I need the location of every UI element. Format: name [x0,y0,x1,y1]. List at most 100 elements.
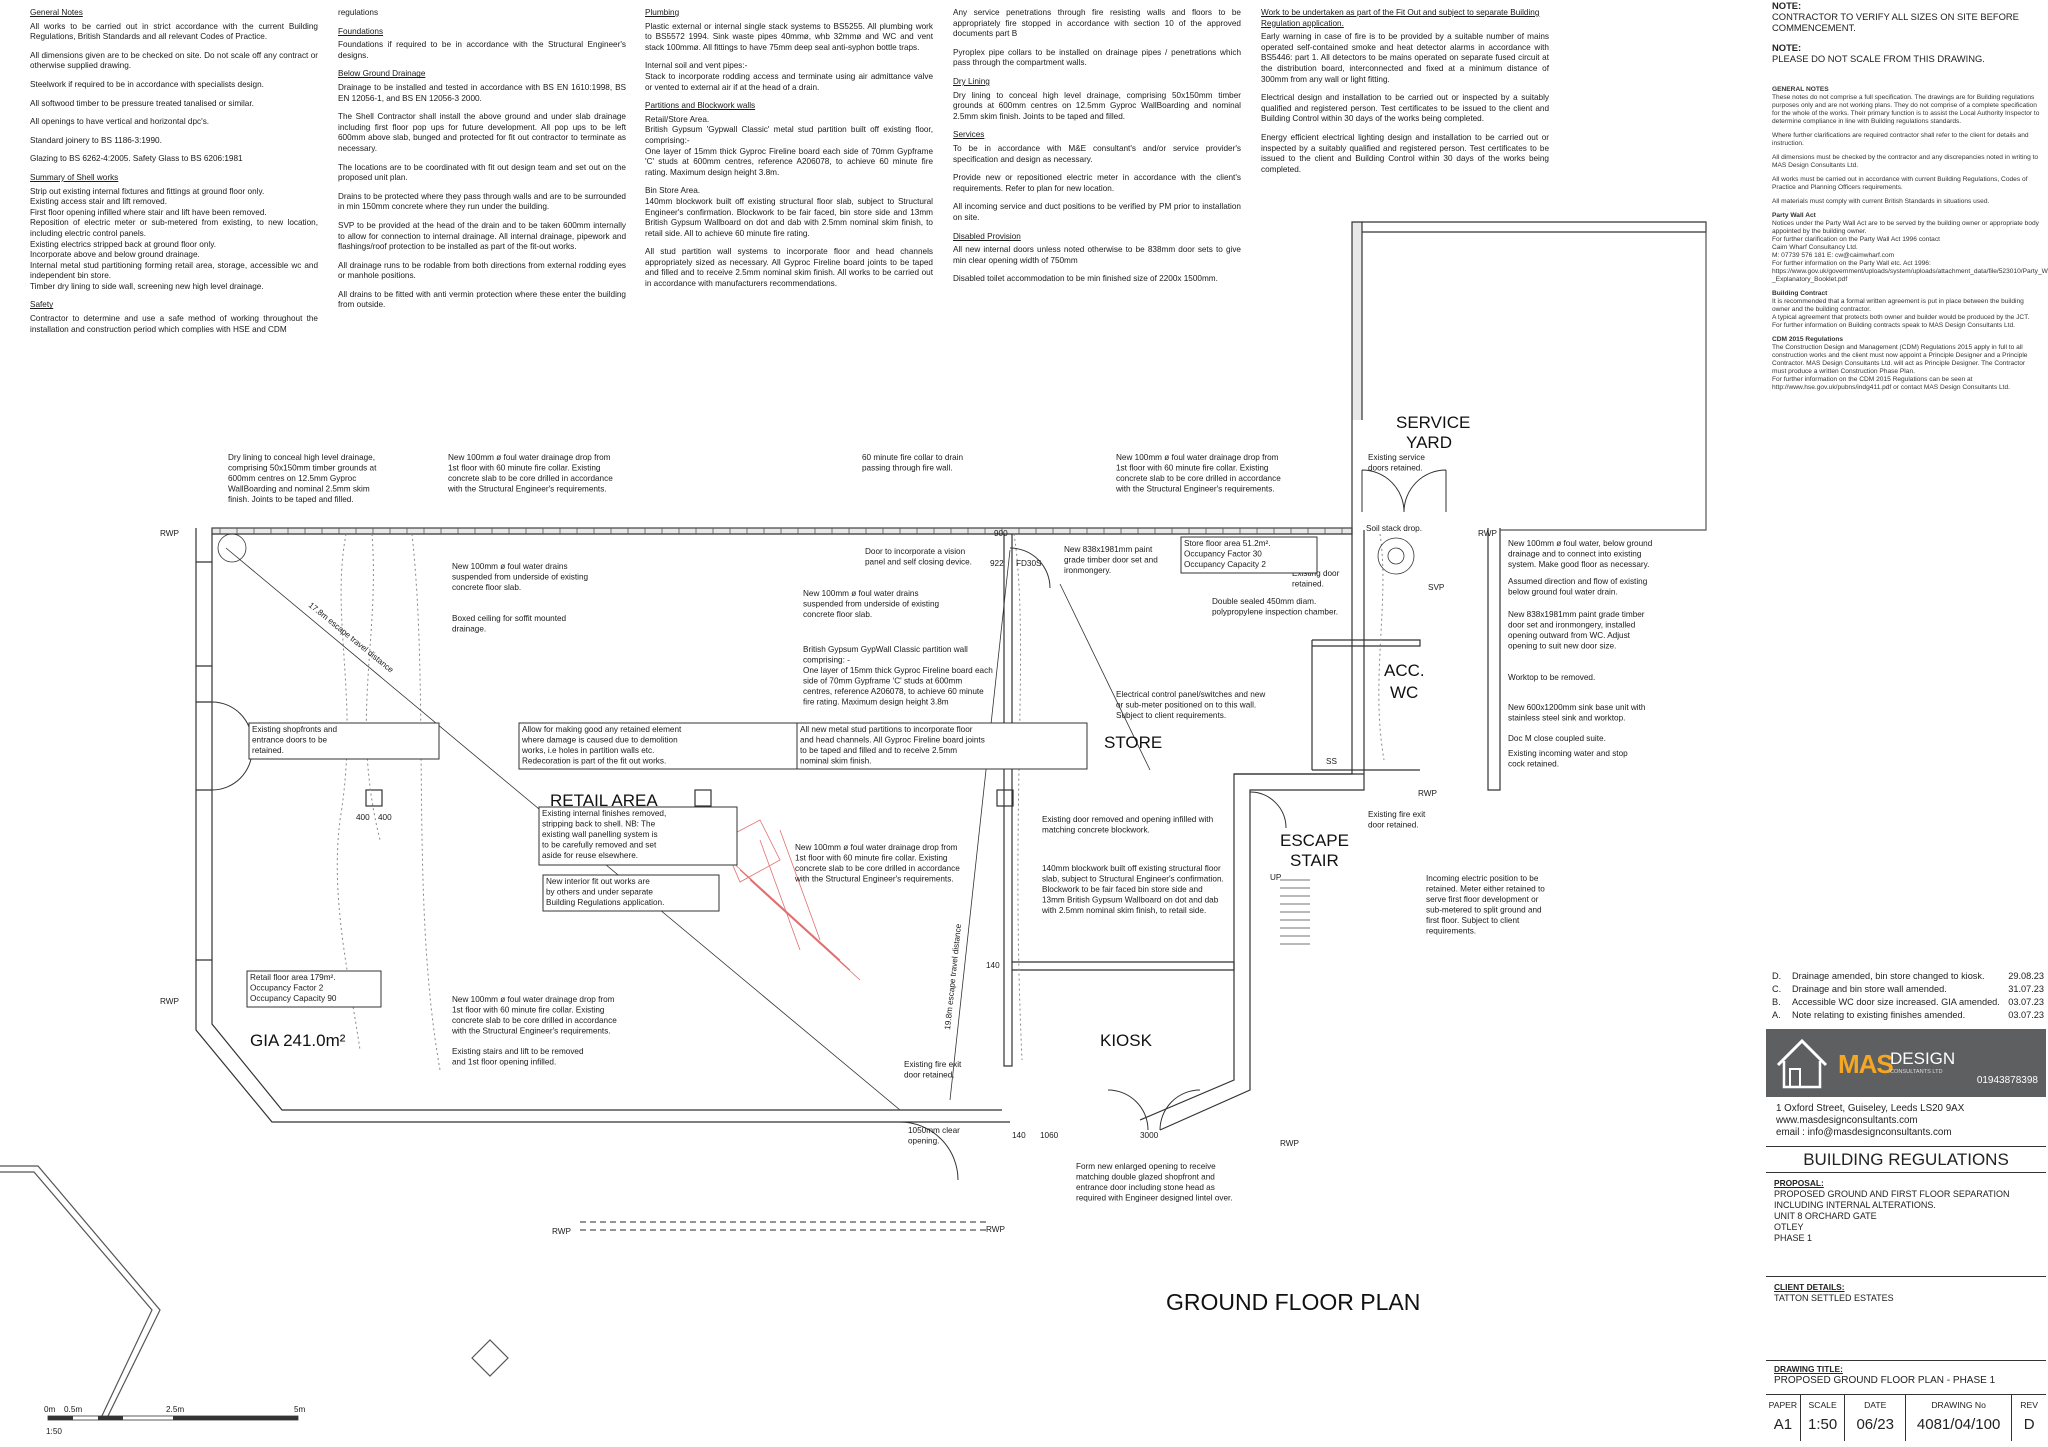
annotation-line: concrete slab to be core drilled in acco… [448,474,613,483]
rwp-label-6: RWP [552,1227,571,1236]
note-heading: Disabled Provision [953,231,1021,241]
note-paragraph: Internal soil and vent pipes:- Stack to … [645,61,933,92]
annotation-line: New 100mm ø foul water drainage drop fro… [795,843,958,852]
notes-column-4: Any service penetrations through fire re… [953,8,1241,293]
escape-stair-treads [1280,879,1310,945]
revision-row: D.Drainage amended, bin store changed to… [1772,970,2044,983]
annotation-line: first floor. Subject to client [1426,916,1520,925]
drawing-no-value: 4081/04/100 [1916,1416,2001,1433]
column-2 [694,789,712,807]
annotation-line: Form new enlarged opening to receive [1076,1162,1216,1171]
client-heading: CLIENT DETAILS: [1774,1282,1845,1292]
note-box-line: Existing internal finishes removed, [542,809,666,818]
annotation-line: drainage and to connect into existing [1508,550,1642,559]
annotation-line: New 100mm ø foul water drainage drop fro… [1116,453,1279,462]
note-box-frame [796,722,1088,770]
note-paragraph: All openings to have vertical and horizo… [30,117,210,127]
note-paragraph: Electrical design and installation to be… [1261,93,1549,124]
note-paragraph: These notes do not comprise a full speci… [1772,94,2040,125]
revision-rev: A. [1772,1010,1781,1020]
revision-row: B.Accessible WC door size increased. GIA… [1772,996,2044,1009]
note-paragraph: Retail/Store Area. British Gypsum 'Gypwa… [645,114,933,177]
annotation-line: Existing service [1368,453,1425,462]
column-3 [996,789,1014,807]
outer-wall-right-inner [1159,530,1365,1131]
annotation-line: slab, subject to Structural Engineer's c… [1042,875,1224,884]
drain-route-5 [1378,533,1385,761]
retail-exit-door [899,1121,959,1181]
annotation-line: panel and self closing device. [865,558,972,567]
note-box-line: New interior fit out works are [546,877,650,886]
note-heading: GENERAL NOTES [1772,86,1829,93]
divider [1766,1276,2046,1277]
travel-line-2 [949,549,1011,1101]
note-box-line: nominal skim finish. [800,757,871,766]
divider [1766,1146,2046,1147]
annotation-line: New 100mm ø foul water drainage drop fro… [452,995,615,1004]
note-heading: Safety [30,300,54,310]
rwp-label-7: RWP [986,1225,1005,1234]
plan-annotation: New 100mm ø foul water drainage drop fro… [447,453,613,494]
annotation-line: fire rating. Maximum design height 3.8m [803,698,949,707]
note-heading: Foundations [338,26,384,36]
dim-3000: 3000 [1140,1131,1159,1140]
dim-900: 900 [994,529,1008,538]
service-door-2 [1403,469,1447,513]
annotation-line: entrance door including stone head as [1076,1183,1215,1192]
wc-wall-top [1312,639,1421,647]
note-paragraph: All works must be carried out in accorda… [1772,176,2028,191]
note-box-line: Building Regulations application. [546,898,664,907]
annotation-line: comprising 50x150mm timber grounds at [228,464,377,473]
note-box-line: Store floor area 51.2m². [1184,539,1270,548]
travel-distance-2: 19.8m escape travel distance [943,923,963,1030]
annotation-line: opening to suit new door size. [1508,642,1616,651]
note-scale: NOTE: PLEASE DO NOT SCALE FROM THIS DRAW… [1772,42,2040,64]
revision-date: 31.07.23 [2008,984,2044,994]
note-box-text: Existing internal finishes removed,strip… [542,809,666,860]
annotation-line: with the Structural Engineer's requireme… [447,485,607,494]
rwp-label-3: RWP [1478,529,1497,538]
annotation-line: matching concrete blockwork. [1042,826,1150,835]
plan-annotation: New 100mm ø foul water drainage drop fro… [794,843,960,884]
annotation-line: ironmongery. [1064,566,1111,575]
plan-annotation: Worktop to be removed. [1508,673,1595,682]
annotation-line: Subject to client requirements. [1116,711,1226,720]
proposal-section: PROPOSAL: PROPOSED GROUND AND FIRST FLOO… [1774,1178,2010,1244]
annotation-line: concrete slab to be core drilled in acco… [795,864,960,873]
revision-date: 29.08.23 [2008,971,2044,981]
annotation-line: system. Make good floor as necessary. [1508,560,1649,569]
service-yard-right [1487,528,1501,791]
annotation-line: concrete floor slab. [803,610,872,619]
annotation-line: New 100mm ø foul water drainage drop fro… [448,453,611,462]
plan-annotation: New 100mm ø foul water drainage drop fro… [1115,453,1281,494]
proposal-heading: PROPOSAL: [1774,1178,1824,1188]
note-paragraph: All softwood timber to be pressure treat… [30,98,254,108]
annotation-line: Door to incorporate a vision [865,547,966,556]
note-paragraph: All new internal doors unless noted othe… [953,245,1241,265]
revision-date: 03.07.23 [2008,1010,2044,1020]
revision-desc: Note relating to existing finishes amend… [1792,1010,1966,1020]
drain-circle-1 [217,533,247,563]
store-partition [1003,534,1013,1067]
note-paragraph: Any service penetrations through fire re… [953,8,1241,39]
scale-label-0: 0m [44,1405,56,1414]
annotation-line: cock retained. [1508,760,1559,769]
note-heading: Work to be undertaken as part of the Fit… [1261,8,1540,28]
leader-line-a [1059,583,1151,771]
company-logo: MAS DESIGN CONSULTANTS LTD 01943878398 [1766,1029,2046,1097]
annotation-line: side of 70mm Gypframe 'C' studs at 600mm [803,677,962,686]
drain-circle-3 [1387,547,1405,565]
front-path [580,1221,990,1231]
note-box-text: Store floor area 51.2m².Occupancy Factor… [1184,539,1270,569]
annotation-line: New 838x1981mm paint grade timber [1508,610,1645,619]
proposal-line: PROPOSED GROUND AND FIRST FLOOR SEPARATI… [1774,1189,2010,1199]
room-kiosk: KIOSK [1100,1031,1153,1050]
annotation-line: below ground foul water drain. [1508,588,1618,597]
title-block: NOTE: CONTRACTOR TO VERIFY ALL SIZES ON … [1764,0,2048,1447]
